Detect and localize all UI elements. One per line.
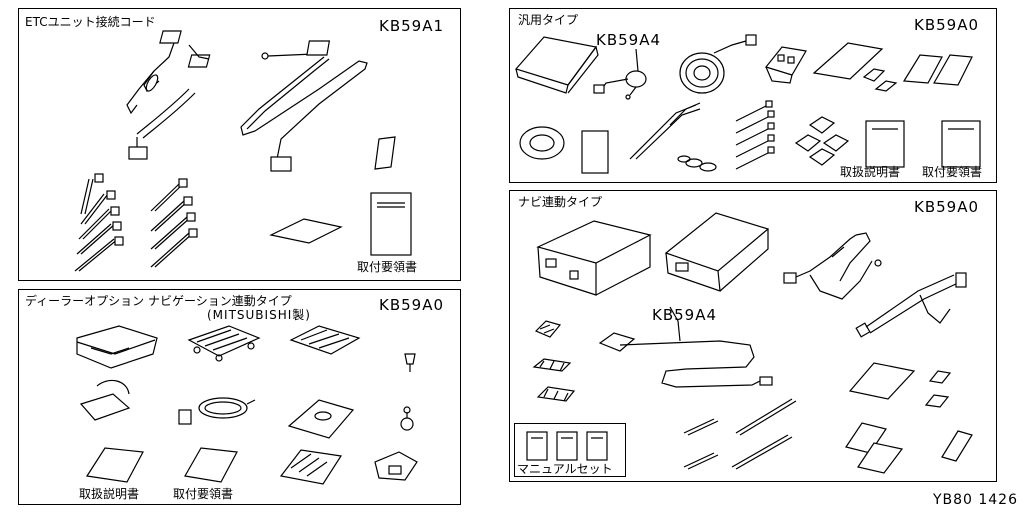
generic-sheet-5 [933, 54, 973, 86]
dealer-plate [287, 399, 355, 439]
label-install-guide: 取付要領書 [357, 260, 418, 274]
navi-sheet-3 [924, 394, 950, 408]
generic-parts-drawing [514, 34, 981, 174]
dealer-board [289, 325, 361, 355]
dealer-cable [178, 397, 256, 425]
manual-set-box: マニュアルセット [514, 423, 626, 477]
panel-subtitle: (MITSUBISHI製) [207, 308, 311, 322]
etc-harness-right [240, 40, 368, 172]
etc-harness-left [126, 30, 211, 160]
etc-parts-drawing [74, 30, 412, 272]
navi-sheet-5 [857, 442, 904, 474]
part-code: KB59A0 [914, 198, 980, 216]
generic-cable-bundle [629, 102, 717, 172]
navi-parts-drawing [532, 212, 973, 474]
dealer-manual [85, 447, 144, 483]
figure-reference: YB80 1426 [932, 492, 1018, 508]
generic-install-booklet [941, 120, 981, 168]
dealer-parts-drawing [76, 325, 418, 485]
etc-cable-ties-1 [74, 173, 124, 272]
navi-sheet-4 [845, 422, 887, 454]
navi-cable-ties [683, 398, 797, 470]
panel-title: ナビ連動タイプ [518, 195, 603, 209]
dealer-cable-tie-pack [279, 449, 343, 485]
label-manual: 取扱説明書 [840, 165, 901, 179]
generic-etc-unit [514, 36, 599, 94]
generic-speaker [679, 34, 757, 94]
navi-clips-1 [532, 358, 572, 372]
generic-clips [794, 116, 850, 166]
etc-tape-sheet [269, 218, 343, 244]
manual-set-drawing [526, 431, 608, 461]
panel-dealer-option: ディーラーオプション ナビゲーション連動タイプ (MITSUBISHI製) KB… [18, 289, 461, 505]
dealer-harness [187, 325, 261, 362]
dealer-connector [374, 451, 418, 481]
etc-cable-ties-2 [150, 178, 198, 268]
dealer-screw-1 [404, 353, 416, 372]
dealer-unit [76, 325, 158, 369]
panel-title: ディーラーオプション ナビゲーション連動タイプ [25, 294, 292, 308]
generic-card [581, 130, 609, 174]
generic-sheet-2 [862, 68, 886, 82]
panel-etc-cord: ETCユニット接続コード KB59A1 [18, 8, 461, 281]
navi-unit-1 [536, 220, 652, 296]
generic-antenna [593, 70, 647, 100]
label-manual-set: マニュアルセット [517, 462, 613, 476]
navi-harness [783, 232, 882, 300]
etc-pad [374, 136, 396, 170]
navi-unit-2 [664, 212, 770, 292]
navi-clips-2 [536, 386, 576, 402]
generic-ring-mount [519, 126, 565, 160]
panel-generic-type: 汎用タイプ KB59A0 KB59A4 [509, 8, 997, 183]
sub-part-code: KB59A4 [652, 306, 718, 324]
label-install-guide: 取付要領書 [922, 165, 983, 179]
generic-switch [764, 46, 807, 84]
label-manual: 取扱説明書 [79, 487, 140, 501]
panel-navi-type: ナビ連動タイプ KB59A0 KB59A4 [509, 190, 997, 482]
dealer-bracket [79, 379, 131, 421]
dealer-screw-2 [400, 406, 414, 431]
part-code: KB59A0 [379, 296, 445, 314]
dealer-install-guide [184, 447, 238, 483]
generic-sheet-4 [902, 54, 943, 84]
part-code: KB59A1 [379, 17, 445, 35]
generic-cable-ties [735, 100, 775, 170]
label-install-guide: 取付要領書 [173, 487, 234, 501]
part-code: KB59A0 [914, 16, 980, 34]
navi-sheet-1 [848, 362, 916, 400]
sub-part-code: KB59A4 [596, 31, 662, 49]
navi-antenna [598, 306, 773, 388]
panel-title: 汎用タイプ [518, 13, 579, 27]
navi-sheet-6 [941, 430, 973, 462]
navi-sheet-2 [928, 370, 952, 384]
generic-sheet-3 [874, 80, 898, 92]
navi-long-cable [855, 272, 967, 338]
navi-small-bracket [534, 320, 562, 338]
etc-install-booklet [370, 192, 412, 256]
generic-sheet-1 [812, 42, 884, 80]
generic-manual-booklet [865, 120, 905, 168]
panel-title: ETCユニット接続コード [25, 15, 156, 29]
